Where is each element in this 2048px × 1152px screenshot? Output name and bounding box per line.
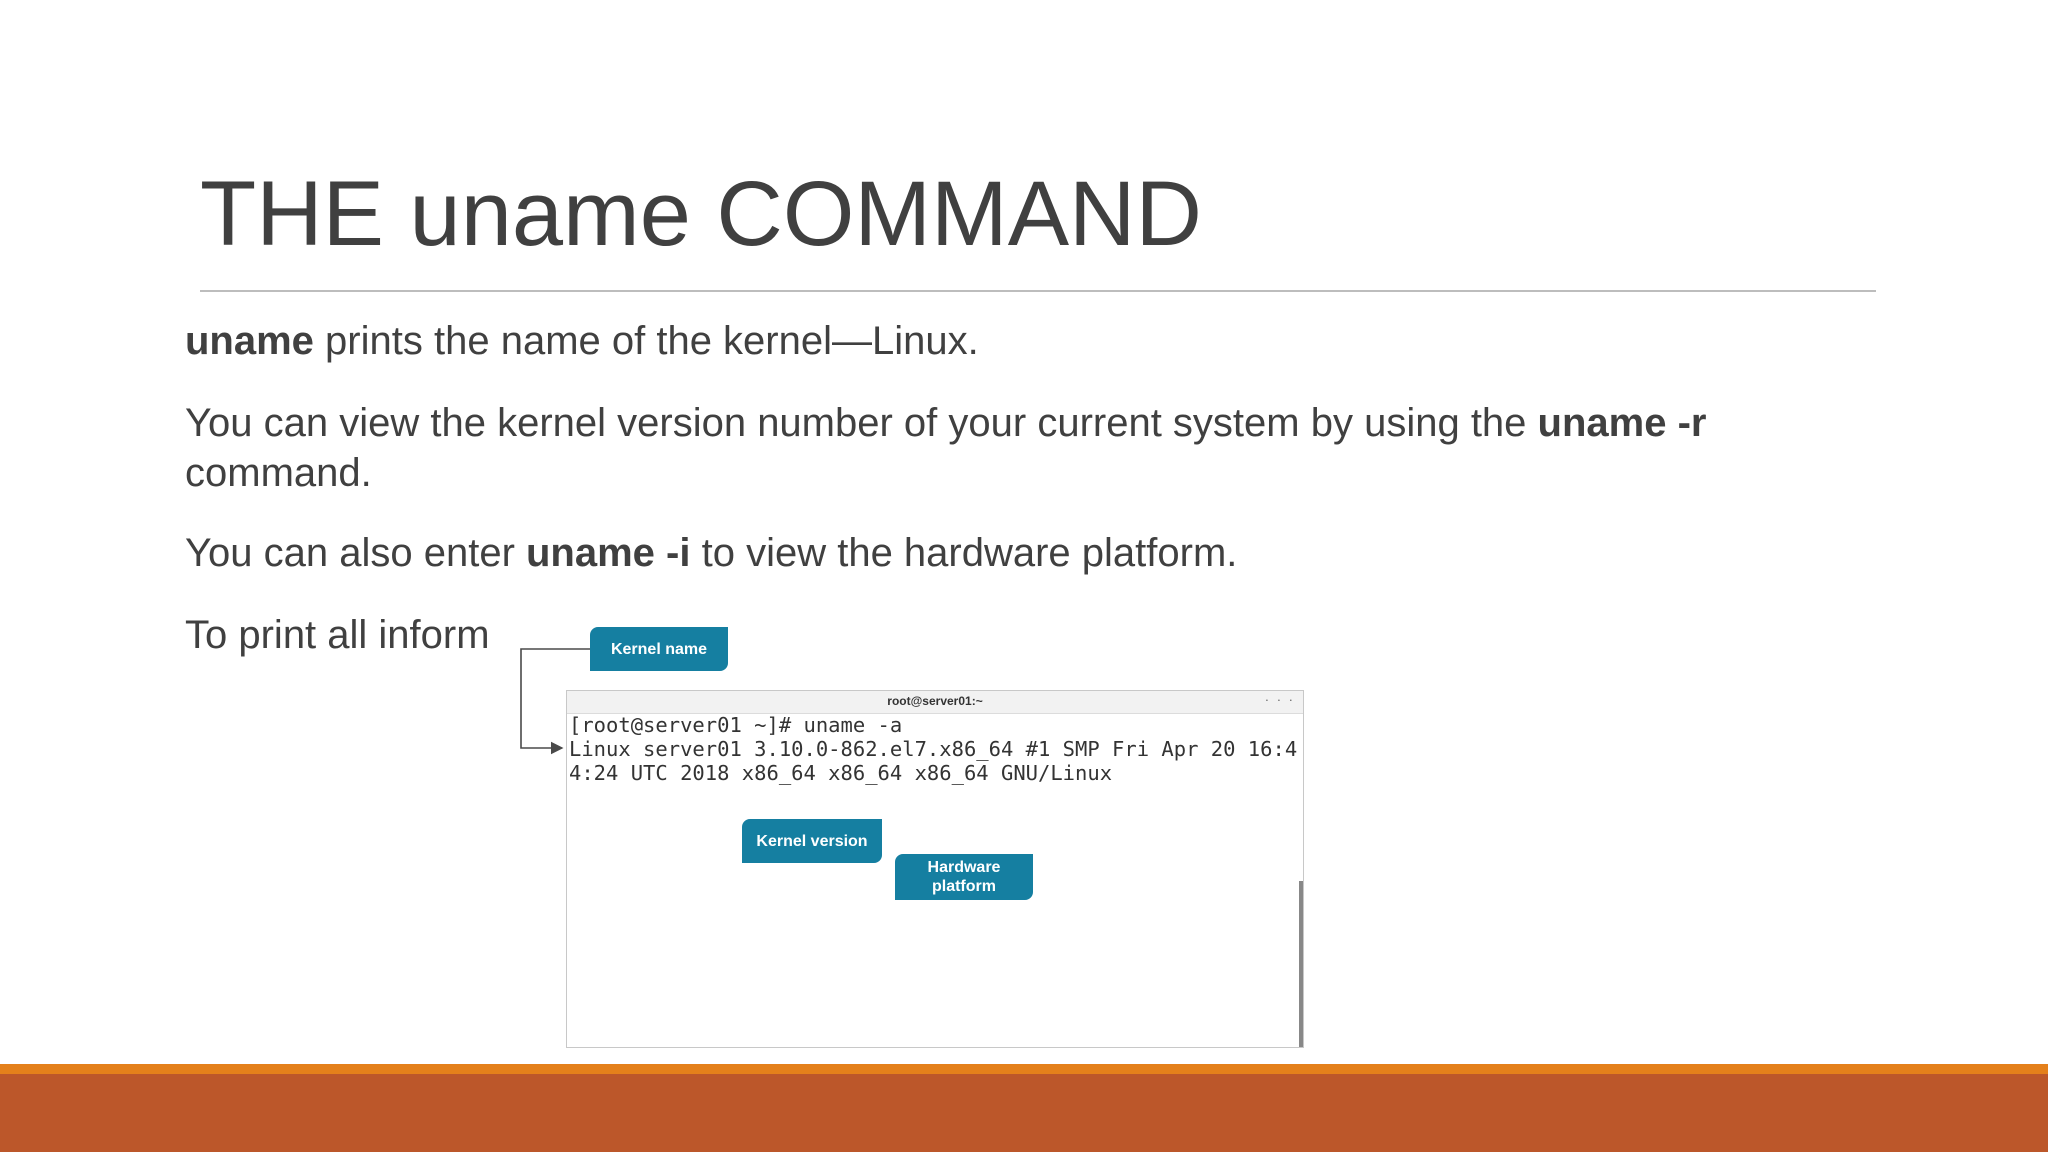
footer-accent-bar [0, 1064, 2048, 1074]
callout-kernel-name: Kernel name [590, 627, 728, 671]
more-options-icon: · · · [1264, 692, 1295, 707]
paragraph-uname-text: prints the name of the kernel—Linux. [313, 319, 979, 363]
terminal-titlebar: root@server01:~ · · · [567, 691, 1303, 714]
paragraph-print-all: To print all inform [185, 613, 490, 657]
paragraph-uname-i-post: to view the hardware platform. [690, 531, 1238, 575]
title-divider [200, 290, 1876, 292]
paragraph-uname-r-post: command. [185, 451, 372, 495]
paragraph-uname-r: You can view the kernel version number o… [185, 398, 1885, 498]
callout-hardware-line1: Hardware [927, 859, 1001, 876]
footer-bar [0, 1074, 2048, 1152]
terminal-line: Linux server01 3.10.0-862.el7.x86_64 #1 … [569, 737, 1298, 761]
terminal-scrollbar [1299, 881, 1303, 1047]
bold-uname-r: uname -r [1537, 401, 1707, 445]
paragraph-uname-r-pre: You can view the kernel version number o… [185, 401, 1538, 445]
callout-hardware-line2: platform [931, 878, 996, 895]
paragraph-uname: uname prints the name of the kernel—Linu… [185, 316, 1885, 366]
paragraph-uname-i: You can also enter uname -i to view the … [185, 528, 1885, 578]
terminal-line: 4:24 UTC 2018 x86_64 x86_64 x86_64 GNU/L… [569, 761, 1113, 785]
paragraph-uname-i-pre: You can also enter [185, 531, 526, 575]
terminal-line: [root@server01 ~]# uname -a [569, 713, 903, 737]
callout-kernel-version: Kernel version [742, 819, 882, 863]
callout-hardware-platform: Hardware platform [895, 854, 1033, 900]
bold-uname-i: uname -i [526, 531, 691, 575]
slide-title: THE uname COMMAND [200, 163, 1202, 265]
bold-uname: uname [185, 319, 314, 363]
terminal-title: root@server01:~ [887, 694, 983, 708]
